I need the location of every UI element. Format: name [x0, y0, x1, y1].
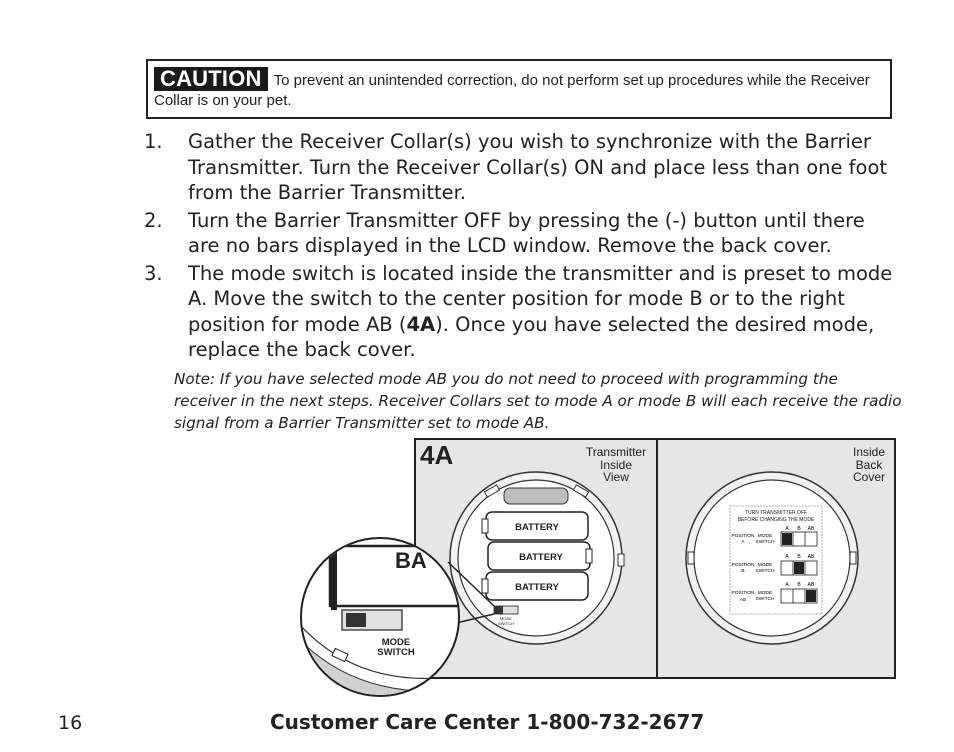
step-text-after: ). Once you have selected the desired mo… — [188, 312, 875, 362]
caution-text: To prevent an unintended correction, do … — [154, 72, 870, 109]
step-number: 2. — [144, 208, 163, 232]
figure-divider — [656, 440, 658, 677]
magnified-battery-text: BA — [395, 548, 427, 573]
transmitter-inside-view-caption: Transmitter Inside View — [576, 446, 656, 484]
mode-label: MODE — [758, 562, 772, 568]
small-mode-switch: MODE SWITCH — [493, 605, 519, 626]
switch-label: SWITCH — [756, 568, 775, 574]
note-text: Note: If you have selected mode AB you d… — [174, 370, 902, 432]
sticker-row-b: A B AB POSITION B MODE SWITCH — [732, 554, 818, 576]
step-number: 1. — [144, 130, 163, 153]
battery-label: BATTERY — [515, 522, 559, 533]
mode-sticker: TURN TRANSMITTER OFF BEFORE CHANGING THE… — [729, 505, 823, 615]
small-switch-label: SWITCH — [498, 621, 514, 626]
mode-label: MODE — [758, 590, 772, 596]
col-label: A — [785, 526, 789, 532]
step-text-before: The mode switch is located inside the tr… — [188, 261, 893, 336]
setup-steps: 1. Gather the Receiver Collar(s) you wis… — [140, 129, 900, 365]
switch-position-indicator — [806, 590, 816, 602]
step-1: 1. Gather the Receiver Collar(s) you wis… — [140, 129, 900, 206]
page-number: 16 — [58, 712, 83, 734]
magnifier-detail: BA MODE SWITCH — [300, 537, 460, 697]
position-value: AB — [740, 597, 746, 603]
col-label: B — [797, 554, 801, 560]
customer-care-line: Customer Care Center 1-800-732-2677 — [270, 710, 705, 734]
figure-reference: 4A — [406, 312, 436, 336]
caption-line: Back — [855, 457, 883, 472]
col-label: A — [785, 582, 789, 588]
battery-3: BATTERY — [481, 571, 589, 601]
step-2: 2. Turn the Barrier Transmitter OFF by p… — [140, 208, 900, 259]
step-text: Gather the Receiver Collar(s) you wish t… — [188, 130, 888, 204]
position-value: A — [741, 539, 745, 545]
battery-1: BATTERY — [481, 511, 589, 541]
switch-label: SWITCH — [756, 596, 775, 602]
battery-label: BATTERY — [519, 552, 563, 563]
step-text: Turn the Barrier Transmitter OFF by pres… — [188, 208, 865, 258]
caption-line: View — [603, 470, 629, 484]
figure-label: 4A — [420, 440, 454, 470]
position-label: POSITION — [732, 590, 755, 596]
col-label: AB — [808, 582, 815, 588]
mode-label: MODE — [758, 533, 772, 539]
position-label: POSITION — [732, 533, 755, 539]
sticker-row-ab: A B AB POSITION AB MODE SWITCH — [732, 582, 818, 604]
sticker-title-line: BEFORE CHANGING THE MODE — [738, 517, 815, 523]
battery-2: BATTERY — [487, 541, 593, 571]
small-mode-label: MODE — [500, 616, 512, 621]
caption-line: Transmitter — [585, 445, 647, 459]
caption-line: Inside — [852, 445, 886, 459]
col-label: AB — [808, 526, 815, 532]
caption-line: Inside — [599, 457, 633, 472]
col-label: B — [797, 582, 801, 588]
inside-back-cover-caption: Inside Back Cover — [840, 446, 898, 484]
battery-holder-top — [503, 487, 569, 505]
step-number: 3. — [144, 261, 163, 285]
switch-label: SWITCH — [756, 539, 775, 545]
col-label: A — [785, 554, 789, 560]
switch-position-indicator — [782, 533, 792, 545]
magnifier-line — [447, 561, 495, 607]
sticker-title-line: TURN TRANSMITTER OFF — [745, 510, 807, 516]
sticker-row-a: A B AB POSITION A MODE SWITCH — [732, 526, 818, 547]
switch-label: SWITCH — [377, 647, 415, 658]
position-value: B — [741, 568, 744, 574]
step-3: 3. The mode switch is located inside the… — [140, 261, 900, 363]
caption-line: Cover — [852, 470, 885, 484]
caution-badge: CAUTION — [154, 67, 268, 91]
col-label: B — [797, 526, 801, 532]
mode-label: MODE — [382, 637, 411, 648]
battery-label: BATTERY — [515, 582, 559, 593]
switch-position-indicator — [794, 562, 804, 574]
position-label: POSITION — [732, 562, 755, 568]
col-label: AB — [808, 554, 815, 560]
